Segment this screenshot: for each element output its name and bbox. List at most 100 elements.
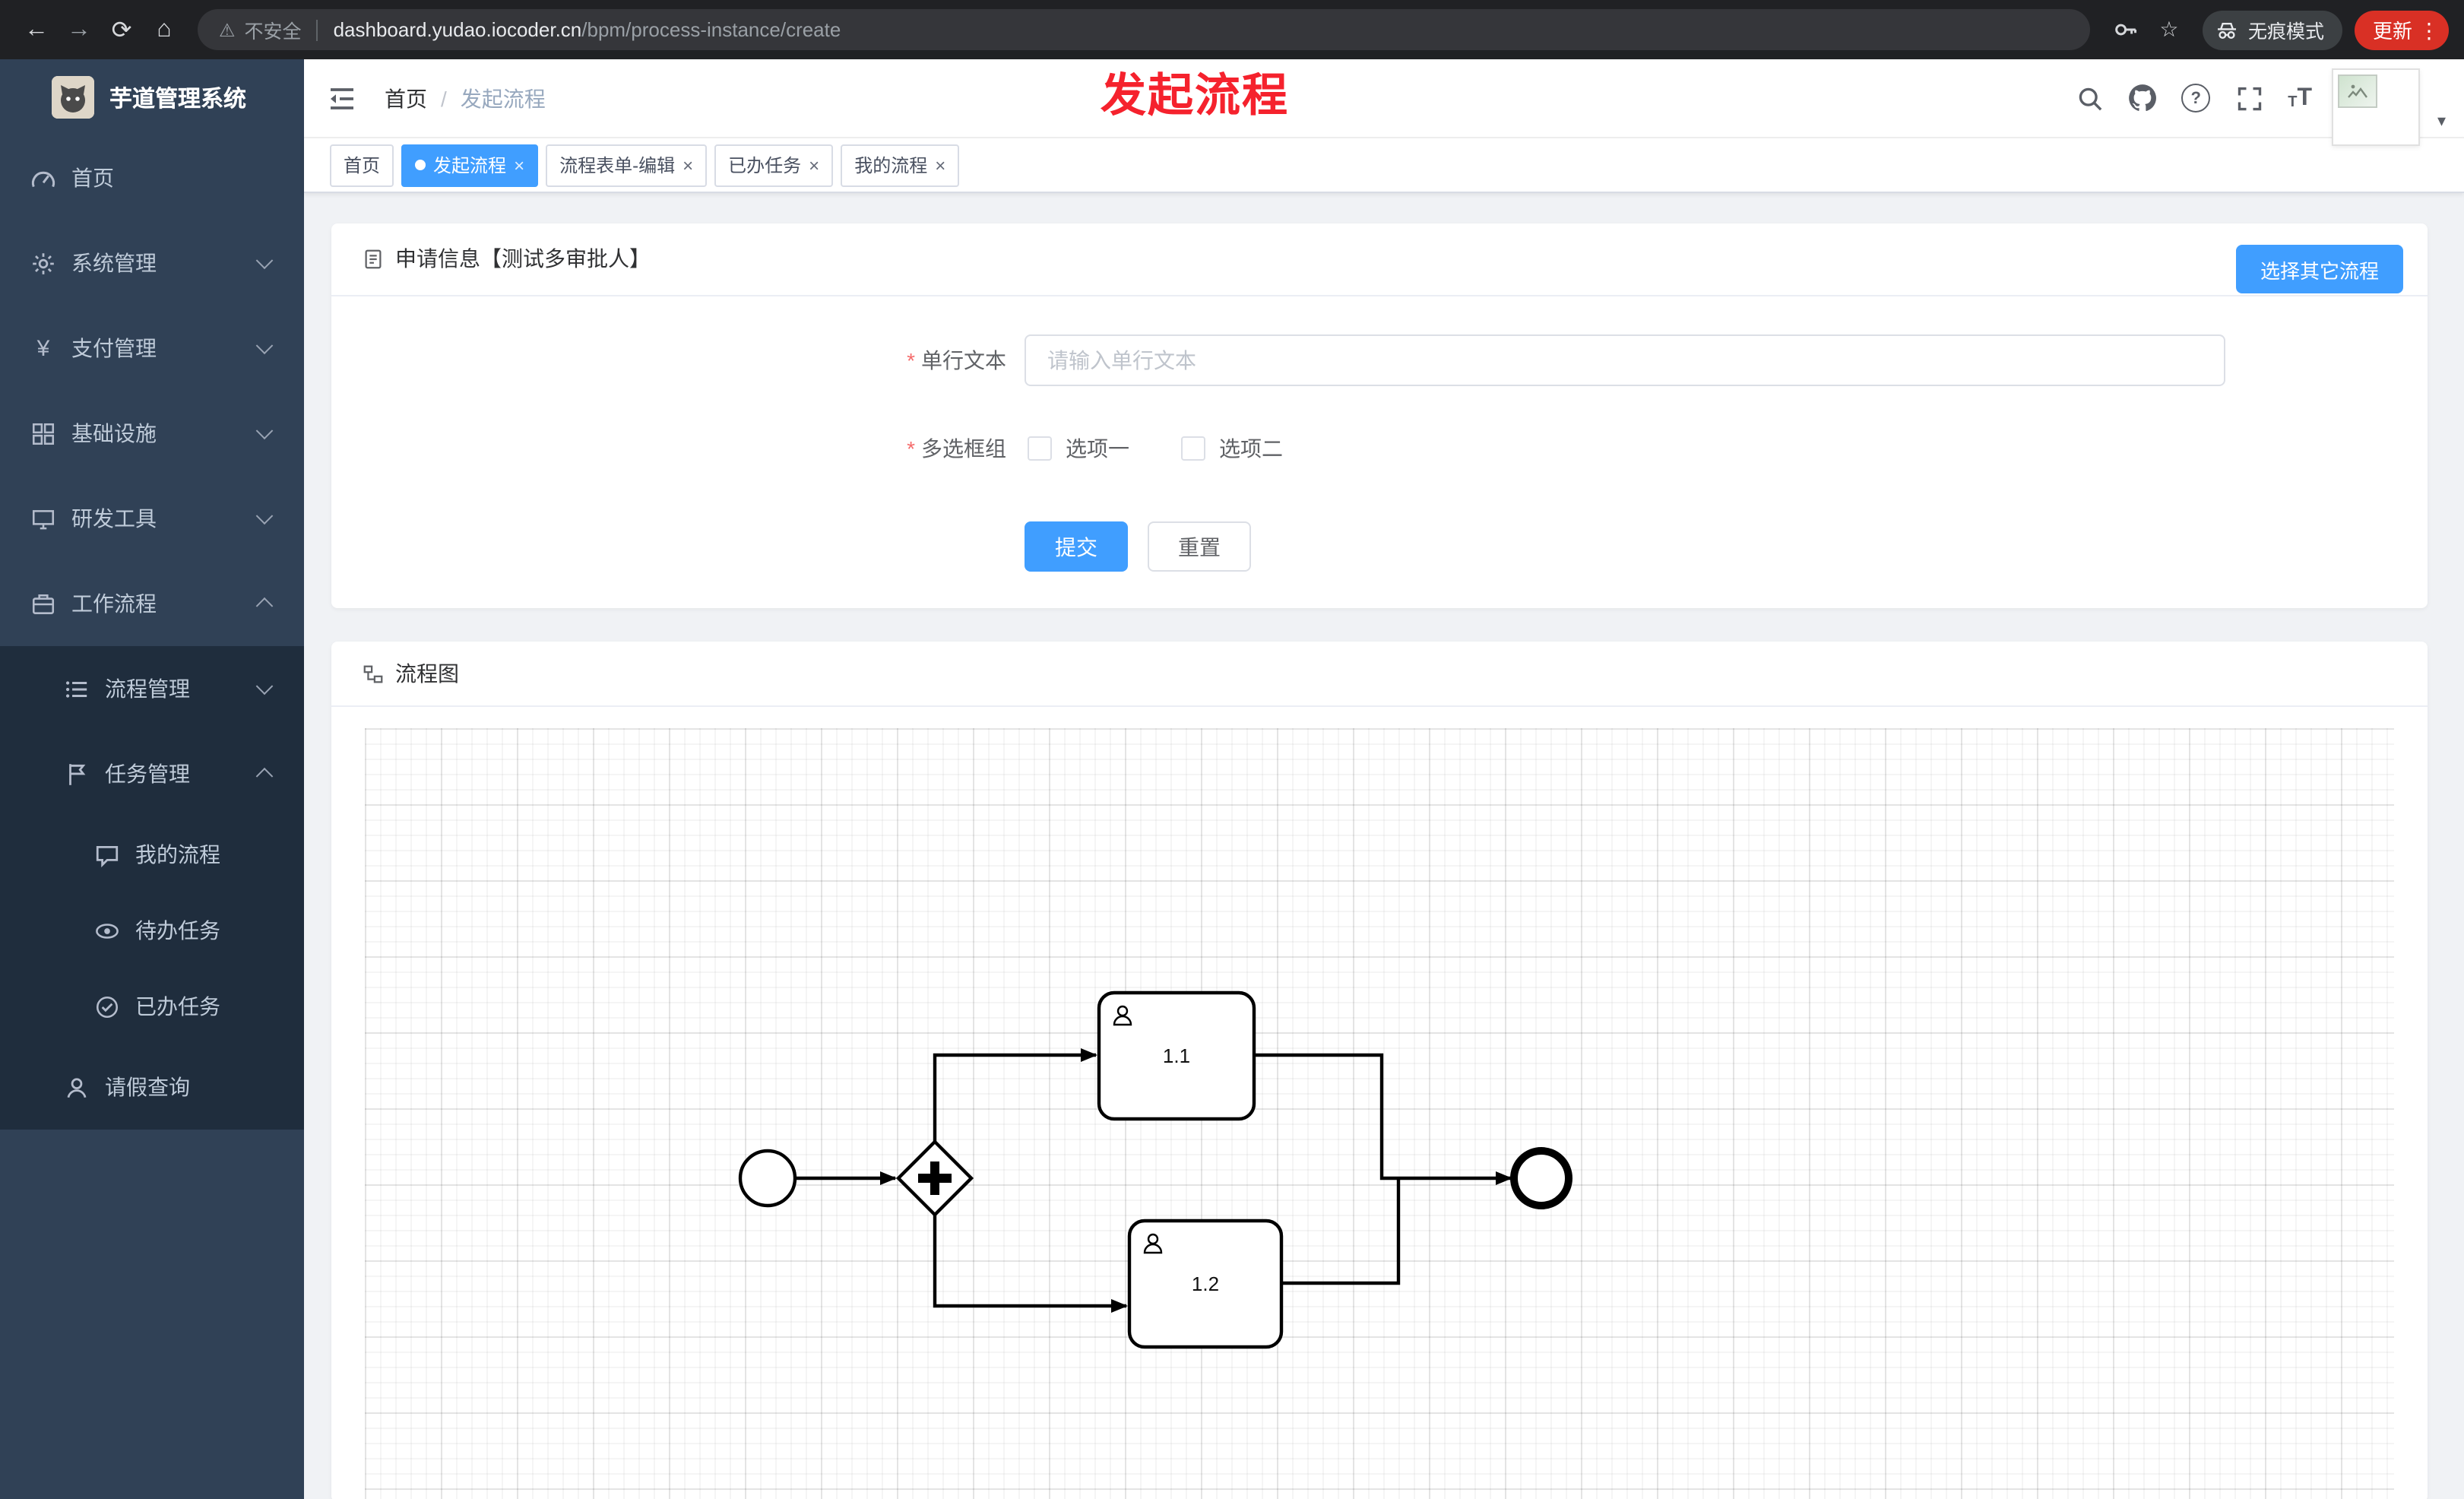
flow-task2-merge xyxy=(1281,1178,1401,1285)
checkbox-label[interactable]: 选项一 xyxy=(1066,436,1129,461)
diagram-title: 流程图 xyxy=(395,661,459,686)
incognito-label: 无痕模式 xyxy=(2247,21,2324,43)
fullscreen-icon[interactable] xyxy=(2234,84,2263,113)
security-label[interactable]: 不安全 xyxy=(244,21,302,43)
sidebar-item-label: 待办任务 xyxy=(135,918,220,943)
bpmn-canvas[interactable]: 1.1 1.2 xyxy=(365,728,2394,1499)
bpmn-start-event[interactable] xyxy=(738,1149,797,1208)
tab-create-process[interactable]: 发起流程 × xyxy=(401,144,539,186)
tab-my-process[interactable]: 我的流程 × xyxy=(841,144,960,186)
app-logo-image xyxy=(52,76,94,119)
tab-form-edit[interactable]: 流程表单-编辑 × xyxy=(546,144,708,186)
avatar[interactable] xyxy=(2332,68,2420,146)
sidebar-item-process-mgmt[interactable]: 流程管理 xyxy=(0,646,304,731)
chevron-down-icon xyxy=(255,677,274,696)
browser-reload-icon[interactable]: ⟳ xyxy=(111,17,132,43)
avatar-caret-icon[interactable]: ▾ xyxy=(2437,113,2446,131)
key-icon-svg xyxy=(2116,24,2137,36)
address-bar[interactable]: ⚠ 不安全 dashboard.yudao.iocoder.cn /bpm/pr… xyxy=(198,9,2090,50)
app-title: 芋道管理系统 xyxy=(109,86,247,112)
tab-label: 首页 xyxy=(344,155,381,176)
diagram-header: 流程图 xyxy=(331,642,2428,707)
sidebar: 芋道管理系统 首页 系统管理 ¥ 支付管理 xyxy=(0,59,304,1499)
sidebar-item-home[interactable]: 首页 xyxy=(0,135,304,220)
grid-icon xyxy=(32,422,55,445)
sidebar-item-label: 任务管理 xyxy=(105,762,190,786)
user-task-icon xyxy=(1143,1233,1163,1254)
close-icon[interactable]: × xyxy=(809,154,820,176)
tab-label: 我的流程 xyxy=(854,155,928,176)
field-label: 多选框组 xyxy=(921,436,1006,461)
avatar-image xyxy=(2338,74,2377,108)
tab-done-tasks[interactable]: 已办任务 × xyxy=(714,144,834,186)
gear-icon xyxy=(33,252,54,274)
sidebar-item-leave-query[interactable]: 请假查询 xyxy=(0,1044,304,1130)
tab-home[interactable]: 首页 xyxy=(330,144,394,186)
sidebar-item-label: 系统管理 xyxy=(71,251,157,275)
top-navbar: 首页 / 发起流程 ? xyxy=(304,59,2464,146)
sidebar-item-payment[interactable]: ¥ 支付管理 xyxy=(0,306,304,391)
bpmn-end-event[interactable] xyxy=(1510,1147,1572,1209)
document-icon xyxy=(365,249,382,269)
sidebar-item-done-tasks[interactable]: 已办任务 xyxy=(0,968,304,1044)
required-mark: * xyxy=(907,436,915,461)
sidebar-item-infra[interactable]: 基础设施 xyxy=(0,391,304,476)
apply-info-title: 申请信息【测试多审批人】 xyxy=(395,246,651,271)
chevron-down-icon xyxy=(255,252,274,270)
incognito-icon xyxy=(2217,22,2236,39)
sidebar-item-todo-tasks[interactable]: 待办任务 xyxy=(0,892,304,968)
checkbox-label[interactable]: 选项二 xyxy=(1219,436,1283,461)
reset-button[interactable]: 重置 xyxy=(1148,521,1251,572)
help-icon[interactable]: ? xyxy=(2181,84,2211,113)
user-icon xyxy=(67,1077,87,1098)
chevron-up-icon xyxy=(255,597,274,615)
browser-back-icon[interactable]: ← xyxy=(24,16,49,42)
single-line-text-input[interactable] xyxy=(1025,334,2225,386)
sidebar-item-task-mgmt[interactable]: 任务管理 xyxy=(0,731,304,816)
update-chip[interactable]: 更新 ⋮ xyxy=(2354,10,2449,49)
check-circle-icon xyxy=(96,995,119,1018)
breadcrumb-home[interactable]: 首页 xyxy=(385,86,427,110)
browser-menu-icon[interactable]: ⋮ xyxy=(2418,17,2440,42)
sidebar-item-workflow[interactable]: 工作流程 xyxy=(0,561,304,646)
sidebar-item-my-process[interactable]: 我的流程 xyxy=(0,816,304,892)
close-icon[interactable]: × xyxy=(683,154,694,176)
bpmn-parallel-gateway[interactable] xyxy=(895,1139,974,1218)
chevron-up-icon xyxy=(255,767,274,785)
checkbox-option-one[interactable] xyxy=(1028,436,1052,461)
key-icon[interactable] xyxy=(2105,8,2148,51)
sidebar-fold-icon[interactable] xyxy=(327,83,357,113)
sidebar-item-system[interactable]: 系统管理 xyxy=(0,220,304,306)
browser-home-icon[interactable]: ⌂ xyxy=(157,16,172,42)
tab-label: 发起流程 xyxy=(433,155,507,176)
flow-gateway-to-task2 xyxy=(933,1215,1128,1313)
close-icon[interactable]: × xyxy=(514,154,525,176)
field-label: 单行文本 xyxy=(921,348,1006,372)
sidebar-item-label: 已办任务 xyxy=(135,994,220,1019)
main-content: 申请信息【测试多审批人】 选择其它流程 *单行文本 *多选框组 选项一 xyxy=(304,193,2464,1499)
required-mark: * xyxy=(907,348,915,372)
incognito-chip[interactable]: 无痕模式 xyxy=(2202,10,2342,49)
submit-button[interactable]: 提交 xyxy=(1025,521,1128,572)
chevron-down-icon xyxy=(255,422,274,440)
checkbox-option-two[interactable] xyxy=(1181,436,1205,461)
sidebar-item-devtools[interactable]: 研发工具 xyxy=(0,476,304,561)
bpmn-user-task-2[interactable]: 1.2 xyxy=(1127,1219,1284,1349)
checkbox-group: 选项一 选项二 xyxy=(1028,423,1283,474)
font-size-small-t: T xyxy=(2288,93,2298,110)
github-icon[interactable] xyxy=(2128,84,2157,113)
browser-forward-icon[interactable]: → xyxy=(67,16,91,42)
bookmark-star-icon[interactable]: ☆ xyxy=(2159,17,2179,41)
field-label-checkbox-group: *多选框组 xyxy=(331,423,1006,474)
monitor-icon xyxy=(32,509,55,529)
bpmn-user-task-1[interactable]: 1.1 xyxy=(1097,990,1256,1121)
select-other-process-button[interactable]: 选择其它流程 xyxy=(2235,245,2403,293)
search-icon[interactable] xyxy=(2075,84,2104,113)
close-icon[interactable]: × xyxy=(935,154,946,176)
sidebar-item-label: 我的流程 xyxy=(135,842,220,867)
app-logo-row[interactable]: 芋道管理系统 xyxy=(0,59,304,135)
apply-info-header: 申请信息【测试多审批人】 xyxy=(331,223,2428,296)
page-annotation: 发起流程 xyxy=(1101,71,1289,122)
